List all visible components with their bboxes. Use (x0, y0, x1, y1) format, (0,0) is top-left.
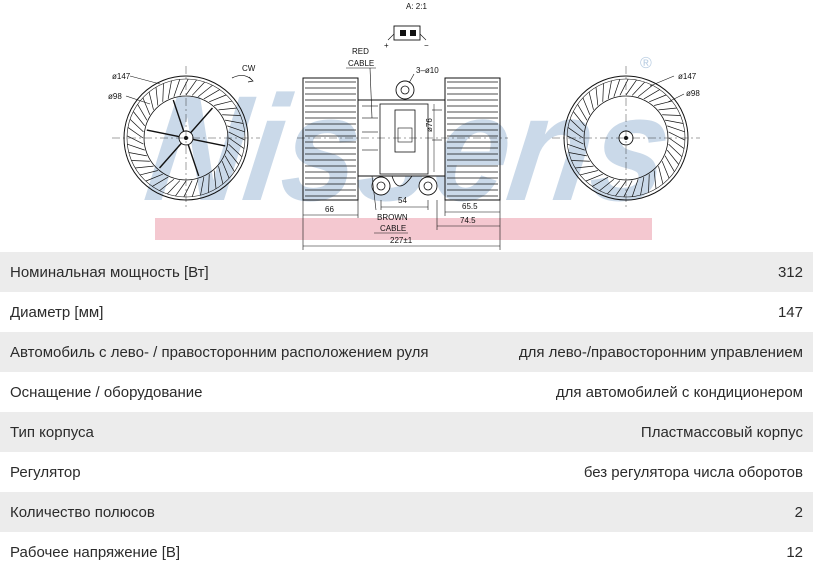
connector-detail: A: 2:1 + − (384, 2, 429, 50)
svg-text:A: 2:1: A: 2:1 (406, 2, 427, 11)
spec-row: Рабочее напряжение [В] 12 (0, 532, 813, 572)
right-fan-outer-diameter: ø147 (678, 72, 697, 81)
spec-value: 312 (777, 263, 803, 281)
rotation-direction-label: CW (242, 64, 256, 73)
spec-label: Рабочее напряжение [В] (10, 543, 181, 561)
right-fan-wheel (552, 66, 700, 210)
spec-row: Оснащение / оборудование для автомобилей … (0, 372, 813, 412)
spec-row: Диаметр [мм] 147 (0, 292, 813, 332)
brown-cable-label-line2: CABLE (380, 224, 406, 233)
spec-label: Тип корпуса (10, 423, 94, 441)
dim-total-width: 227±1 (390, 236, 413, 245)
dimension-lines (302, 200, 501, 250)
dim-65-5: 65.5 (462, 202, 478, 211)
spec-value: 12 (786, 543, 803, 561)
spec-value: 147 (777, 303, 803, 321)
spec-label: Диаметр [мм] (10, 303, 104, 321)
right-fan-inner-diameter: ø98 (686, 89, 700, 98)
spec-row: Номинальная мощность [Вт] 312 (0, 252, 813, 292)
dim-74-5: 74.5 (460, 216, 476, 225)
svg-text:+: + (384, 41, 389, 50)
spec-value: для лево-/правосторонним управлением (518, 343, 803, 361)
registered-mark: ® (640, 55, 652, 72)
red-cable-label-line2: CABLE (348, 59, 374, 68)
blower-side-view (297, 77, 508, 201)
motor-diameter-label: ø76 (425, 118, 434, 132)
spec-value: Пластмассовый корпус (640, 423, 803, 441)
spec-value: без регулятора числа оборотов (583, 463, 803, 481)
mount-holes-label: 3–ø10 (416, 66, 439, 75)
dim-66: 66 (325, 205, 334, 214)
spec-value: для автомобилей с кондиционером (555, 383, 803, 401)
spec-label: Номинальная мощность [Вт] (10, 263, 209, 281)
spec-row: Автомобиль с лево- / правосторонним расп… (0, 332, 813, 372)
technical-drawing: Nissens ® ø147 ø98 CW ø147 ø98 (0, 0, 813, 252)
spec-label: Количество полюсов (10, 503, 155, 521)
red-cable-label-line1: RED (352, 47, 369, 56)
pink-band (155, 218, 652, 240)
brown-cable-label-line1: BROWN (377, 213, 408, 222)
spec-row: Тип корпуса Пластмассовый корпус (0, 412, 813, 452)
spec-label: Регулятор (10, 463, 81, 481)
left-fan-outer-diameter: ø147 (112, 72, 131, 81)
spec-label: Оснащение / оборудование (10, 383, 203, 401)
spec-row: Регулятор без регулятора числа оборотов (0, 452, 813, 492)
spec-value: 2 (794, 503, 803, 521)
left-fan-wheel (112, 66, 260, 210)
svg-text:−: − (424, 41, 429, 50)
dim-54: 54 (398, 196, 407, 205)
spec-row: Количество полюсов 2 (0, 492, 813, 532)
spec-label: Автомобиль с лево- / правосторонним расп… (10, 343, 429, 361)
left-fan-inner-diameter: ø98 (108, 92, 122, 101)
